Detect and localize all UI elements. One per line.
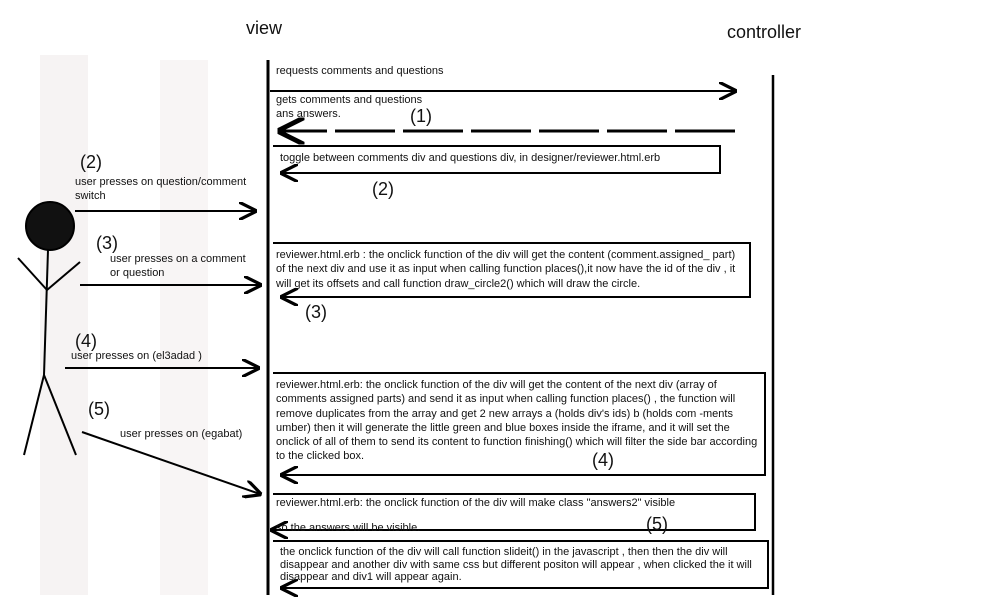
controller-header: controller [727,22,802,42]
step-4-number: (4) [75,331,97,351]
step-5b-description: the onclick function of the div will cal… [280,546,752,584]
step-2-number: (2) [80,152,102,172]
step-3-number-box: (3) [305,302,327,322]
user-action-2: user presses on question/comment switch [75,176,247,202]
response-message: gets comments and questions ans answers. [276,94,423,120]
step-5b-box [273,540,769,588]
action-arrow-5 [81,431,260,494]
user-action-3: user presses on a comment or question [110,253,246,279]
step-4-number-box: (4) [592,450,614,470]
background-stripe [40,55,88,595]
step-5-description: reviewer.html.erb: the onclick function … [276,497,676,535]
background-stripe [160,60,208,595]
request-message: requests comments and questions [276,65,444,77]
step-4-description: reviewer.html.erb: the onclick function … [276,379,758,463]
step-4-box [273,372,766,475]
step-3-box [273,242,751,297]
user-action-4: user presses on (el3adad ) [71,350,202,362]
step-2-description: toggle between comments div and question… [280,152,661,164]
user-actor-icon [17,201,81,456]
step-2-box [273,145,721,173]
step-5-number: (5) [88,399,110,419]
view-header: view [246,18,283,38]
step-5-number-box: (5) [646,514,668,534]
step-3-description: reviewer.html.erb : the onclick function… [276,249,736,290]
step-3-number: (3) [96,233,118,253]
user-action-5: user presses on (egabat) [120,428,243,440]
step-2-number-box: (2) [372,179,394,199]
step-1-number: (1) [410,106,432,126]
step-5-box [272,493,756,530]
